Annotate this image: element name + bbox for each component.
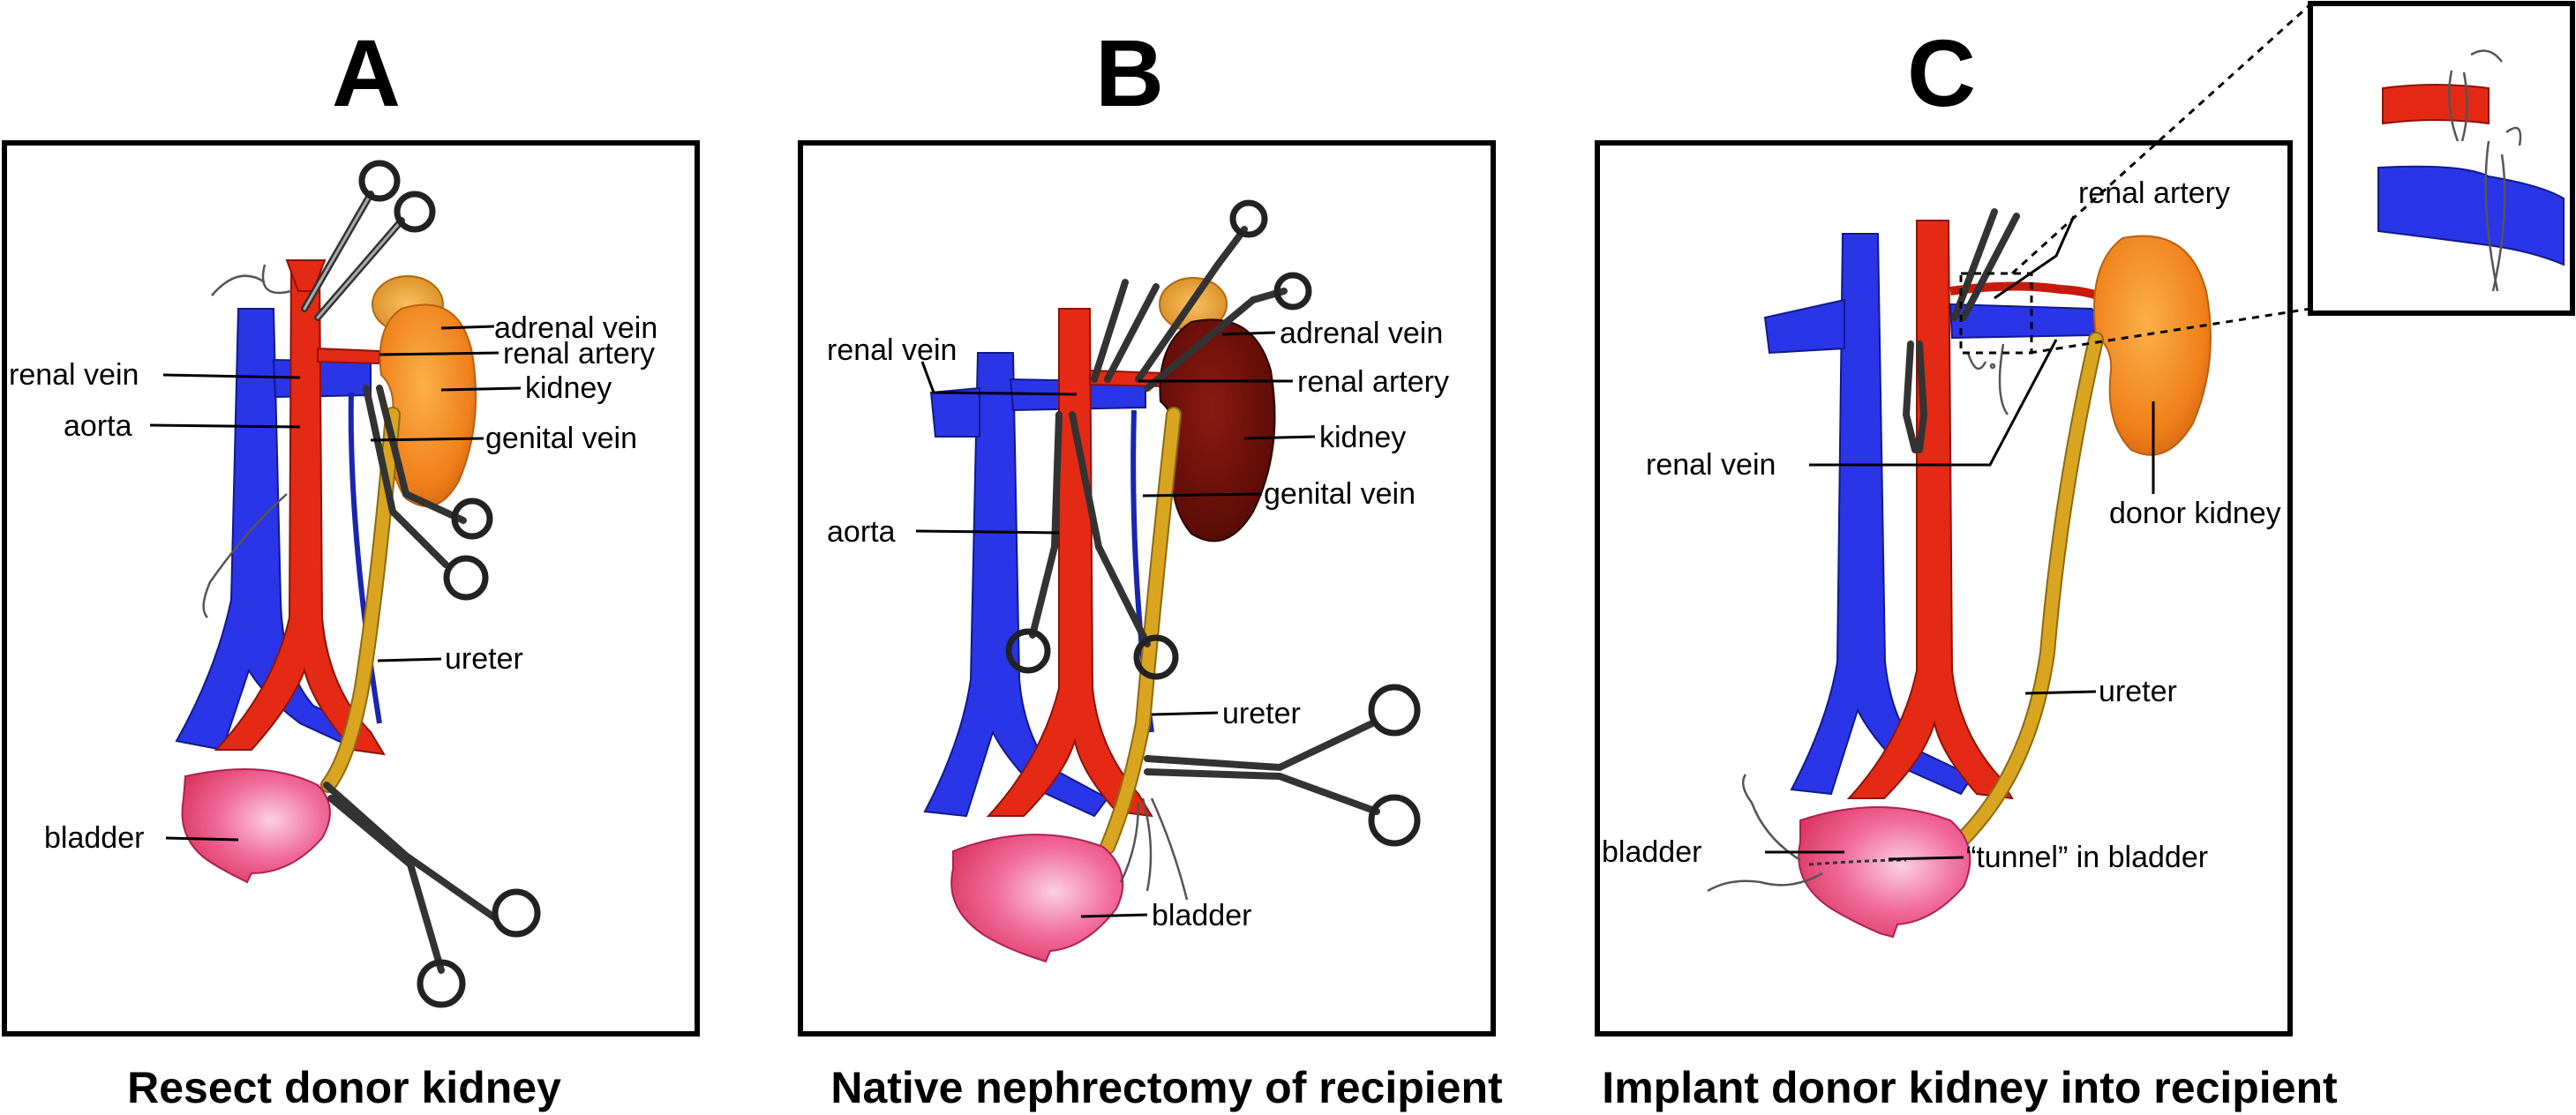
panel-c-caption: Implant donor kidney into recipient (1602, 1063, 2338, 1112)
panel-b-aorta (986, 308, 1153, 818)
panel-c-renal-vein (1949, 303, 2099, 340)
panel-b-letter: B (1095, 19, 1164, 126)
panel-b-label-aorta: aorta (827, 515, 896, 549)
panel-b-label-renal-vein: renal vein (827, 333, 957, 367)
panel-b-leader-kidney (1243, 435, 1316, 440)
panel-a-label-renal-vein: renal vein (9, 358, 139, 392)
panel-a-label-kidney: kidney (525, 371, 612, 405)
panel-b-leader-genital-vein (1142, 492, 1263, 498)
panel-b-label-adrenal-vein: adrenal vein (1280, 317, 1443, 350)
panel-b-label-ureter: ureter (1222, 697, 1301, 730)
panel-a-leader-renal-artery (379, 351, 499, 356)
panel-b-caption: Native nephrectomy of recipient (830, 1063, 1503, 1112)
panel-a-leader-aorta (149, 423, 301, 429)
panel-c-label-renal-vein: renal vein (1646, 448, 1776, 482)
panel-b-ureter (1101, 408, 1180, 853)
panel-b-leader-adrenal-vein (1221, 331, 1276, 336)
panel-a-aorta (214, 264, 386, 756)
panel-b-vena-cava (923, 352, 1109, 818)
panel-b-label-bladder: bladder (1152, 899, 1251, 932)
panel-a-leader-adrenal-vein (440, 325, 495, 330)
panel-a-renal-artery (317, 347, 380, 365)
panel-b-leader-ureter (1151, 711, 1219, 716)
panel-c-leader-renal-vein (1809, 339, 2058, 467)
panel-c-label-donor-kidney: donor kidney (2109, 497, 2281, 530)
panel-c-label-bladder: bladder (1602, 835, 1701, 869)
panel-a-label-adrenal-vein: adrenal vein (494, 311, 657, 345)
panel-a-leader-ureter (377, 657, 442, 662)
panel-a-label-ureter: ureter (445, 642, 523, 676)
panel-c-anastomosis-box (1959, 272, 2033, 355)
panel-b-frame (798, 140, 1496, 1036)
panel-b-bladder (950, 834, 1124, 963)
zoom-inset-vein (2377, 165, 2565, 266)
panel-c-aorta (1846, 220, 2014, 800)
panel-a-label-bladder: bladder (44, 821, 144, 855)
panel-b-illustration (923, 199, 1421, 963)
panel-b-kidney (1159, 318, 1276, 543)
panel-b-leader-bladder (1080, 913, 1148, 918)
panel-c-label-tunnel: “tunnel” in bladder (1966, 841, 2208, 874)
panel-b-leader-renal-vein (920, 361, 1078, 396)
panel-c-vena-cava-stub (1763, 298, 1845, 355)
panel-a-label-renal-artery: renal artery (503, 337, 655, 370)
panel-c-vena-cava (1790, 233, 1974, 796)
panel-b-label-kidney: kidney (1319, 421, 1406, 454)
panel-a-leader-genital-vein (370, 437, 484, 442)
panel-a-caption: Resect donor kidney (127, 1063, 561, 1112)
panel-a-label-aorta: aorta (64, 409, 132, 443)
panel-c-ureter (1949, 333, 2102, 853)
panel-c-leader-tunnel (1888, 856, 1964, 861)
panel-c-leader-ureter (2024, 690, 2097, 695)
panel-b-label-renal-artery: renal artery (1297, 365, 1449, 399)
panel-a-bladder (181, 768, 331, 884)
panel-a-leader-kidney (440, 386, 522, 392)
panel-c-label-ureter: ureter (2099, 675, 2177, 708)
panel-a-label-genital-vein: genital vein (485, 422, 637, 455)
panel-c-label-renal-artery: renal artery (2078, 176, 2230, 210)
panel-a-leader-bladder (165, 836, 239, 842)
zoom-line-top (2010, 3, 2312, 275)
zoom-inset-artery (2382, 84, 2490, 125)
panel-c-bladder (1798, 806, 1971, 939)
panel-a-leader-renal-vein (162, 373, 301, 379)
panel-c-letter: C (1907, 19, 1976, 126)
panel-a-letter: A (332, 19, 401, 126)
panel-a-frame (2, 140, 700, 1036)
panel-b-renal-vein-stub (929, 386, 980, 438)
panel-b-leader-aorta (915, 529, 1060, 535)
panel-b-label-genital-vein: genital vein (1264, 477, 1416, 511)
panel-c-leader-renal-artery (1994, 215, 2076, 300)
zoom-inset (2308, 1, 2575, 316)
panel-c-illustration (1707, 208, 2212, 939)
